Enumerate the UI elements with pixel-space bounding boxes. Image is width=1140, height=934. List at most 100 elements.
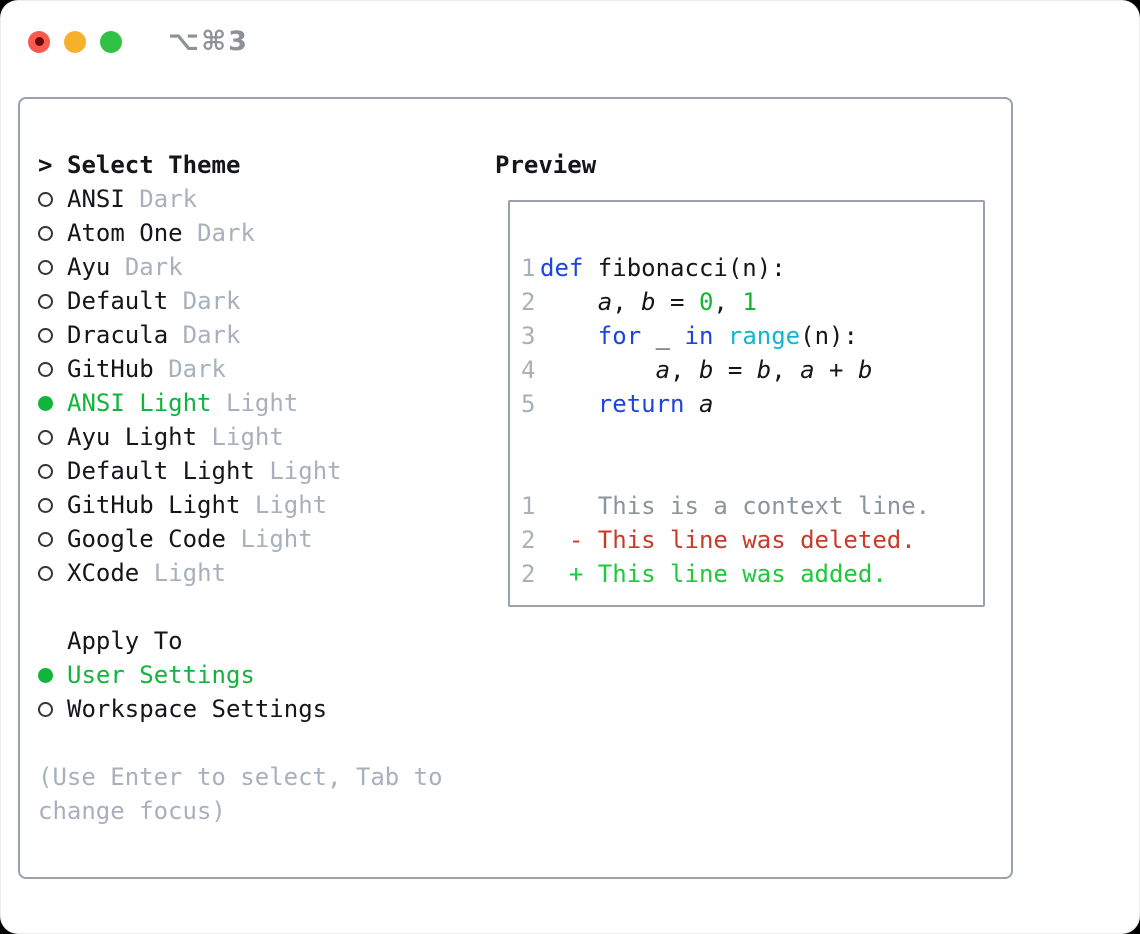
theme-option[interactable]: Default Light Light — [38, 454, 443, 488]
code-text: return a — [540, 390, 714, 418]
theme-option-tag: Dark — [182, 321, 241, 349]
radio-marker — [38, 259, 67, 275]
diff-text: + This line was added. — [540, 560, 887, 588]
theme-option[interactable]: Dracula Dark — [38, 318, 443, 352]
theme-option-name: Dracula — [67, 321, 169, 349]
theme-option-tag: Light — [240, 525, 313, 553]
code-line: 5 return a — [521, 387, 983, 421]
theme-option-name: Ayu Light — [67, 423, 198, 451]
token-kw: def — [540, 254, 584, 282]
theme-option-name: ANSI Light — [67, 389, 212, 417]
theme-option-tag: Light — [269, 457, 342, 485]
theme-option-name: Default Light — [67, 457, 255, 485]
theme-option-tag: Dark — [139, 185, 198, 213]
spacer — [521, 421, 983, 489]
diff-line-deleted: 2 - This line was deleted. — [521, 523, 983, 557]
close-dot-icon — [34, 37, 44, 46]
line-number: 4 — [521, 356, 536, 384]
token-plain: fibonacci(n): — [583, 254, 786, 282]
theme-option[interactable]: Ayu Light Light — [38, 420, 443, 454]
theme-option[interactable]: ANSI Dark — [38, 182, 443, 216]
token-plain — [540, 288, 598, 316]
radio-marker — [38, 497, 67, 513]
radio-marker — [38, 361, 67, 377]
token-plain: , — [670, 356, 699, 384]
code-line: 2 a, b = 0, 1 — [521, 285, 983, 319]
apply-to-option-name: User Settings — [67, 661, 255, 689]
apply-to-option[interactable]: User Settings — [38, 658, 443, 692]
token-plain: , — [713, 288, 743, 316]
select-theme-title: Select Theme — [67, 151, 241, 179]
line-number: 5 — [521, 390, 536, 418]
code-text: a, b = 0, 1 — [540, 288, 757, 316]
theme-option[interactable]: Default Dark — [38, 284, 443, 318]
help-text-line-2: change focus) — [38, 797, 226, 825]
token-var: a — [597, 288, 613, 316]
maximize-button[interactable] — [100, 30, 122, 53]
radio-marker — [38, 293, 67, 309]
token-plain — [540, 322, 598, 350]
diff-line-context: 1 This is a context line. — [521, 489, 983, 523]
code-text: a, b = b, a + b — [540, 356, 873, 384]
diff-text: - This line was deleted. — [540, 526, 916, 554]
line-number: 2 — [521, 288, 536, 316]
theme-option-name: ANSI — [67, 185, 125, 213]
radio-selected-icon — [38, 395, 53, 411]
line-number: 2 — [521, 560, 536, 588]
code-line: 3 for _ in range(n): — [521, 319, 983, 353]
apply-to-title: Apply To — [67, 627, 183, 655]
code-text: def fibonacci(n): — [540, 254, 786, 282]
token-plain: , — [771, 356, 801, 384]
radio-unselected-icon — [38, 293, 53, 309]
select-theme-header: > Select Theme — [38, 148, 443, 182]
token-var: b — [857, 356, 873, 384]
radio-marker — [38, 395, 67, 411]
code-text: for _ in range(n): — [540, 322, 858, 350]
theme-option-tag: Light — [211, 423, 284, 451]
apply-to-option[interactable]: Workspace Settings — [38, 692, 443, 726]
token-kw: return — [597, 390, 685, 418]
theme-option-name: Default — [67, 287, 169, 315]
line-number: 3 — [521, 322, 536, 350]
token-plain — [540, 390, 598, 418]
minimize-button[interactable] — [64, 30, 86, 53]
token-plain: + — [814, 356, 858, 384]
radio-marker — [38, 225, 67, 241]
theme-option[interactable]: GitHub Dark — [38, 352, 443, 386]
radio-unselected-icon — [38, 497, 53, 513]
close-button[interactable] — [28, 30, 50, 53]
radio-unselected-icon — [38, 327, 53, 343]
theme-option-tag: Light — [254, 491, 328, 519]
radio-selected-icon — [38, 667, 53, 683]
radio-unselected-icon — [38, 225, 53, 241]
theme-option-name: GitHub — [67, 355, 154, 383]
token-plain: = — [713, 356, 757, 384]
radio-marker — [38, 191, 67, 207]
token-var: b — [756, 356, 772, 384]
radio-marker — [38, 701, 67, 717]
theme-option-tag: Dark — [168, 355, 226, 383]
radio-marker — [38, 327, 67, 343]
theme-option-tag: Dark — [182, 287, 241, 315]
radio-marker — [38, 463, 67, 479]
spacer — [38, 590, 443, 624]
token-plain: = — [655, 288, 699, 316]
token-fn: range — [727, 322, 801, 350]
theme-option-name: Ayu — [67, 253, 111, 281]
token-plain — [685, 390, 699, 418]
token-kw: for — [597, 322, 642, 350]
token-num: 0 — [698, 288, 714, 316]
token-kw: in — [684, 322, 714, 350]
token-plain — [713, 322, 727, 350]
